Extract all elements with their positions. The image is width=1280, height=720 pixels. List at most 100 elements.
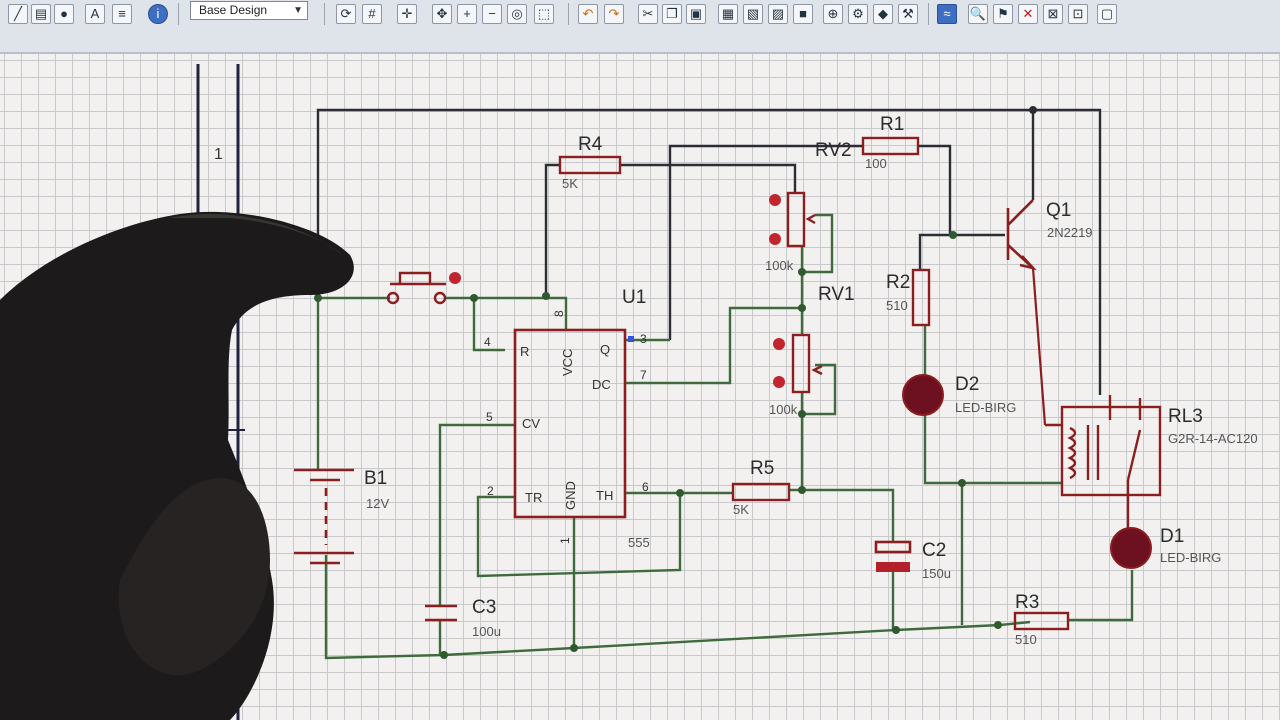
pin-marker — [628, 336, 634, 342]
c3-value[interactable]: 100u — [472, 624, 501, 639]
c2-ref[interactable]: C2 — [922, 540, 947, 561]
toolbar: ╱ ▤ ● A ≡ i Base Design▼ ⟳ # ✛ ✥ + − ◎ ⬚… — [0, 0, 1280, 54]
refresh-icon[interactable]: ⟳ — [336, 4, 356, 24]
rv2-value[interactable]: 100k — [765, 258, 794, 273]
r3-value[interactable]: 510 — [1015, 632, 1037, 647]
r4-ref[interactable]: R4 — [578, 134, 603, 155]
toolbar-separator — [928, 3, 929, 25]
info-icon[interactable]: i — [148, 4, 168, 24]
package-icon[interactable]: ◆ — [873, 4, 893, 24]
r1-ref[interactable]: R1 — [880, 114, 905, 135]
q1-value[interactable]: 2N2219 — [1047, 225, 1093, 240]
ic-555-body — [513, 328, 627, 519]
toolbar-separator — [178, 3, 179, 25]
r4-value[interactable]: 5K — [562, 176, 578, 191]
rl3-value[interactable]: G2R-14-AC120 — [1168, 431, 1258, 446]
pin-num-5: 5 — [486, 410, 493, 424]
block-move-icon[interactable]: ▧ — [743, 4, 763, 24]
pin-num-6: 6 — [642, 480, 649, 494]
component-icon[interactable]: ▤ — [31, 4, 51, 24]
redo-icon[interactable]: ↷ — [604, 4, 624, 24]
rv2-ref[interactable]: RV2 — [815, 140, 852, 161]
decompose-icon[interactable]: ⚒ — [898, 4, 918, 24]
rv1-ref[interactable]: RV1 — [818, 284, 855, 305]
new-sheet-icon[interactable]: ▢ — [1097, 4, 1117, 24]
pin-dc-label: DC — [592, 377, 611, 392]
d2-value[interactable]: LED-BIRG — [955, 400, 1017, 415]
junction-icon[interactable]: ● — [54, 4, 74, 24]
pin-th-label: TH — [596, 488, 614, 503]
make-device-icon[interactable]: ⚙ — [848, 4, 868, 24]
led-d2 — [902, 374, 944, 416]
block-rotate-icon[interactable]: ▨ — [768, 4, 788, 24]
origin-icon[interactable]: ✛ — [397, 4, 417, 24]
property-icon[interactable]: ⚑ — [993, 4, 1013, 24]
property-assign-icon[interactable]: ⊡ — [1068, 4, 1088, 24]
block-copy-icon[interactable]: ▦ — [718, 4, 738, 24]
schematic-drawing — [196, 64, 1162, 720]
d2-ref[interactable]: D2 — [955, 374, 980, 395]
design-select[interactable]: Base Design▼ — [190, 1, 308, 20]
pot-pins — [769, 194, 785, 388]
delete-icon[interactable]: ✕ — [1018, 4, 1038, 24]
d1-value[interactable]: LED-BIRG — [1160, 550, 1222, 565]
rl3-ref[interactable]: RL3 — [1168, 406, 1203, 427]
pick-device-icon[interactable]: ⊕ — [823, 4, 843, 24]
frame-number-top: 1 — [214, 146, 223, 163]
resistors — [558, 136, 1070, 631]
q1-ref[interactable]: Q1 — [1046, 200, 1072, 221]
r2-ref[interactable]: R2 — [886, 272, 911, 293]
relay-rl3 — [1045, 395, 1162, 528]
label-icon[interactable]: A — [85, 4, 105, 24]
capacitor-plate — [876, 562, 910, 572]
design-select-label: Base Design — [199, 3, 268, 17]
rv1-value[interactable]: 100k — [769, 402, 798, 417]
undo-icon[interactable]: ↶ — [578, 4, 598, 24]
toolbar-separator — [324, 3, 325, 25]
r2-value[interactable]: 510 — [886, 298, 908, 313]
r5-value[interactable]: 5K — [733, 502, 749, 517]
pin-q-label: Q — [600, 342, 611, 357]
cut-icon[interactable]: ✂ — [638, 4, 658, 24]
tag-icon[interactable]: ⊠ — [1043, 4, 1063, 24]
r1-value[interactable]: 100 — [865, 156, 887, 171]
paste-icon[interactable]: ▣ — [686, 4, 706, 24]
pin-num-3: 3 — [640, 332, 647, 346]
probe-dot — [449, 272, 461, 284]
toolbar-separator — [568, 3, 569, 25]
copy-icon[interactable]: ❐ — [662, 4, 682, 24]
pin-r-label: R — [520, 344, 530, 359]
wire-autorouter-icon[interactable]: ≈ — [937, 4, 957, 24]
grid-icon[interactable]: # — [362, 4, 382, 24]
junction-dots — [314, 106, 1037, 659]
u1-ref[interactable]: U1 — [622, 287, 647, 308]
zoom-all-icon[interactable]: ◎ — [507, 4, 527, 24]
led-d1 — [1110, 527, 1152, 569]
c3-ref[interactable]: C3 — [472, 597, 497, 618]
b1-ref[interactable]: B1 — [364, 468, 388, 489]
wires-dark — [316, 108, 1102, 395]
pan-icon[interactable]: ✥ — [432, 4, 452, 24]
pin-num-2: 2 — [487, 484, 494, 498]
capacitors — [425, 540, 912, 622]
block-delete-icon[interactable]: ■ — [793, 4, 813, 24]
zoom-out-icon[interactable]: − — [482, 4, 502, 24]
zoom-area-icon[interactable]: ⬚ — [534, 4, 554, 24]
b1-value[interactable]: 12V — [366, 496, 390, 511]
battery-b1 — [294, 468, 354, 565]
r5-ref[interactable]: R5 — [750, 458, 775, 479]
pin-cv-label: CV — [522, 416, 541, 431]
push-button — [386, 271, 447, 305]
q1-emitter-wire — [1031, 267, 1047, 426]
script-icon[interactable]: ≡ — [112, 4, 132, 24]
zoom-in-icon[interactable]: + — [457, 4, 477, 24]
search-icon[interactable]: 🔍 — [968, 4, 988, 24]
d1-ref[interactable]: D1 — [1160, 526, 1185, 547]
c2-value[interactable]: 150u — [922, 566, 951, 581]
u1-value[interactable]: 555 — [628, 535, 650, 550]
r3-ref[interactable]: R3 — [1015, 592, 1040, 613]
pin-tr-label: TR — [525, 490, 543, 505]
pin-num-7: 7 — [640, 368, 647, 382]
wire-icon[interactable]: ╱ — [8, 4, 28, 24]
